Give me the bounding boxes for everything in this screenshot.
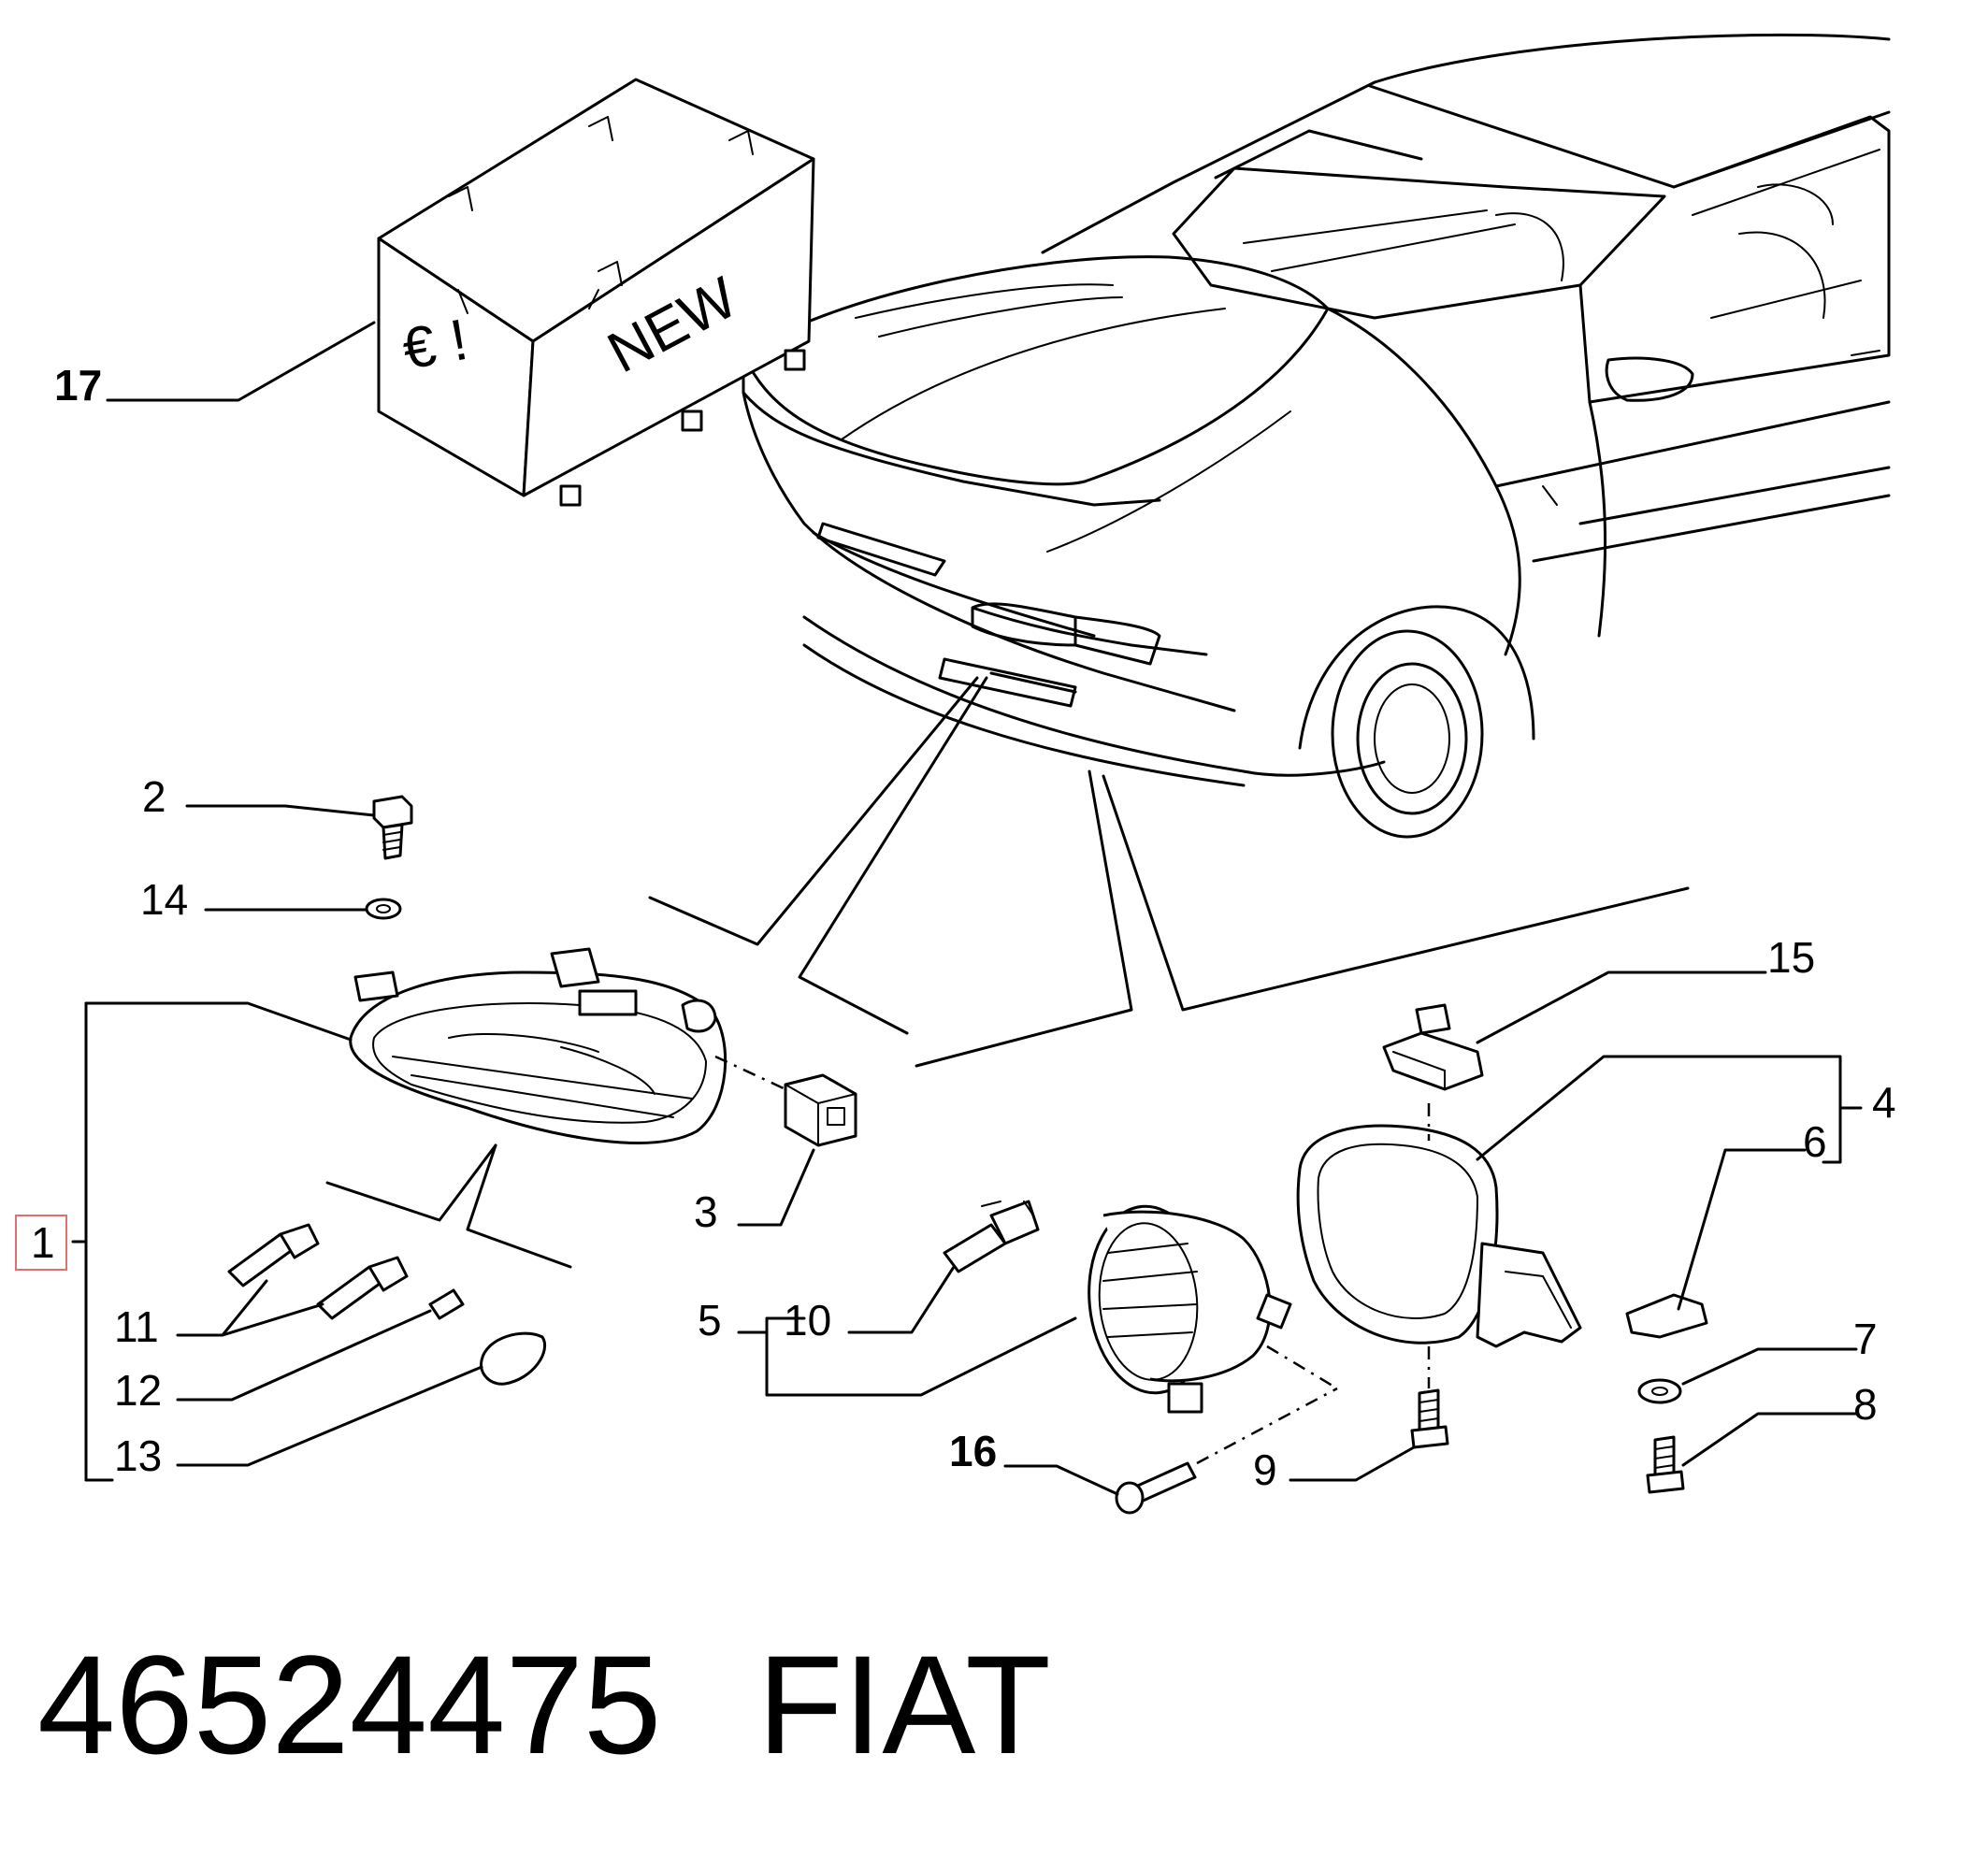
callout-3: 3 [694, 1187, 718, 1236]
brand-caption: FIAT [757, 1626, 1051, 1783]
screw-part-8 [1646, 1435, 1685, 1494]
clip-part-15 [1382, 1003, 1484, 1091]
callout-8: 8 [1853, 1380, 1878, 1429]
callout-12: 12 [114, 1366, 162, 1415]
callout-14: 14 [140, 875, 188, 924]
callout-10: 10 [784, 1296, 831, 1345]
screw-part-2 [372, 795, 413, 860]
callout-7: 7 [1853, 1315, 1878, 1363]
callout-4: 4 [1872, 1078, 1896, 1127]
fog-lamp-part-5 [1088, 1204, 1292, 1414]
bolt-part-16 [1115, 1461, 1197, 1515]
callout-17: 17 [54, 361, 102, 410]
box-euro-mark: € ! [397, 308, 472, 382]
callout-15: 15 [1767, 933, 1815, 982]
washer-part-7 [1637, 1378, 1682, 1404]
callout-1-highlight [15, 1215, 67, 1271]
fog-lamp-frame-part-4 [1296, 1124, 1582, 1348]
callout-1: 1 [31, 1218, 55, 1267]
bulb-part-10 [943, 1200, 1040, 1273]
leader-lines [71, 321, 1863, 1496]
callout-16: 16 [949, 1427, 997, 1475]
screw-part-9 [1410, 1388, 1449, 1449]
bulb-parts-11-13 [227, 1223, 547, 1386]
callout-11: 11 [114, 1302, 159, 1351]
headlight-assembly [349, 947, 727, 1144]
callout-2: 2 [142, 772, 166, 821]
car-illustration [742, 33, 1891, 839]
packaging-box: € ! NEW [377, 78, 815, 507]
connector-part-3 [784, 1073, 857, 1147]
callout-9: 9 [1253, 1445, 1277, 1494]
washer-part-14 [365, 898, 402, 920]
callout-6: 6 [1803, 1117, 1827, 1166]
callout-labels: 1 2 3 4 5 6 7 8 9 10 11 12 13 14 15 16 1… [15, 361, 1896, 1494]
callout-13: 13 [114, 1431, 162, 1480]
part-number-caption: 46524475 [37, 1626, 661, 1783]
clip-part-6 [1625, 1293, 1708, 1339]
callout-5: 5 [698, 1296, 722, 1345]
